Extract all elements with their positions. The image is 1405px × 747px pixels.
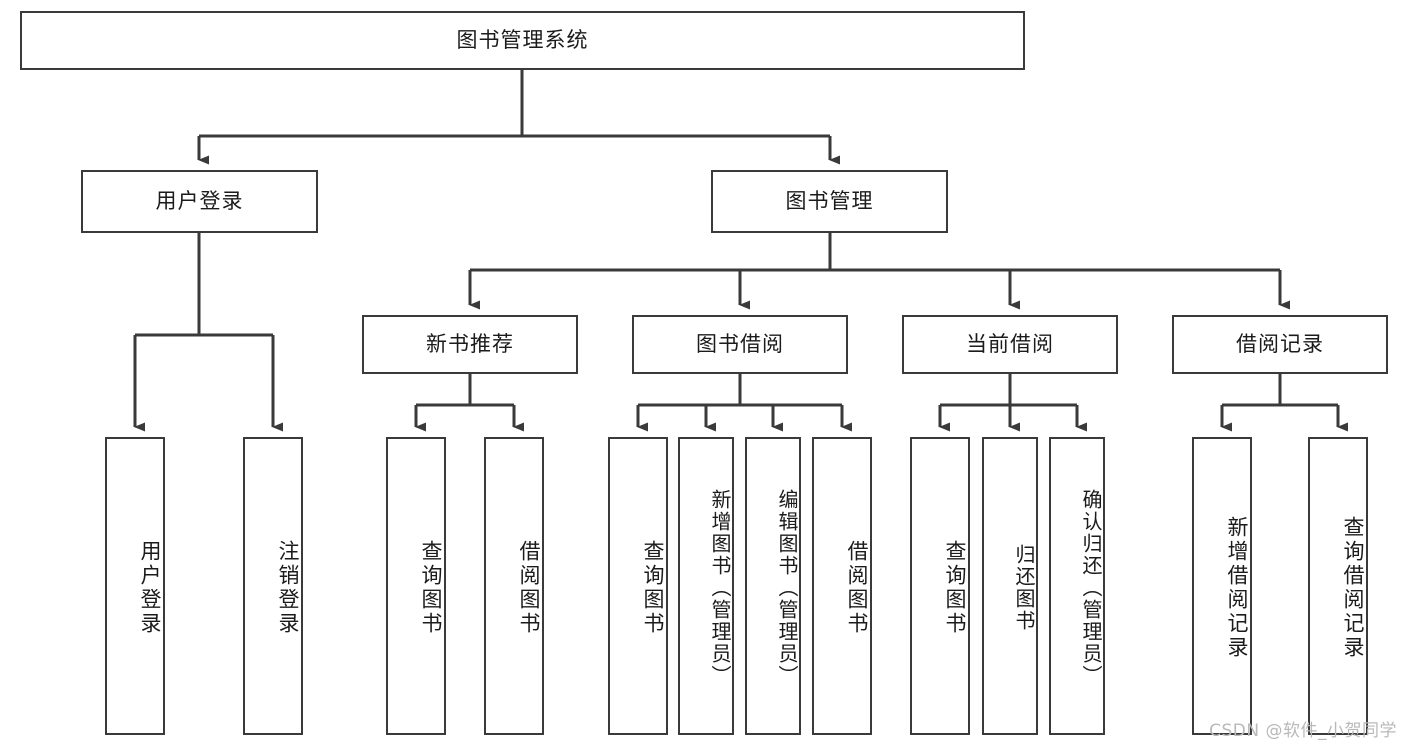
leaf-borrow-query-book-label: 查询图书 xyxy=(641,540,665,636)
leaf-borrow-edit-book-label: 编辑图书（管理员） xyxy=(775,489,799,687)
leaf-cur-return-book[interactable]: 归还图书 xyxy=(982,437,1038,735)
leaf-user-login-label: 用户登录 xyxy=(138,540,162,636)
leaf-user-logout[interactable]: 注销登录 xyxy=(243,437,303,735)
node-current-borrow[interactable]: 当前借阅 xyxy=(902,315,1118,374)
node-current-borrow-label: 当前借阅 xyxy=(966,331,1054,356)
leaf-borrow-borrow-book[interactable]: 借阅图书 xyxy=(812,437,872,735)
leaf-cur-confirm-return[interactable]: 确认归还（管理员） xyxy=(1049,437,1105,735)
leaf-user-login[interactable]: 用户登录 xyxy=(105,437,165,735)
node-new-book-rec-label: 新书推荐 xyxy=(426,331,514,356)
node-user-login-label: 用户登录 xyxy=(155,188,244,213)
leaf-rec-add-record-label: 新增借阅记录 xyxy=(1225,516,1249,660)
leaf-cur-confirm-return-label: 确认归还（管理员） xyxy=(1079,489,1103,687)
leaf-rec-borrow-book-label: 借阅图书 xyxy=(517,540,541,636)
leaf-cur-query-book-label: 查询图书 xyxy=(943,540,967,636)
node-root-label: 图书管理系统 xyxy=(456,27,589,52)
node-book-borrow-label: 图书借阅 xyxy=(696,331,784,356)
node-book-manage[interactable]: 图书管理 xyxy=(711,170,948,233)
node-book-borrow[interactable]: 图书借阅 xyxy=(632,315,848,374)
node-book-manage-label: 图书管理 xyxy=(785,188,874,213)
leaf-borrow-add-book[interactable]: 新增图书（管理员） xyxy=(678,437,734,735)
leaf-rec-query-record-label: 查询借阅记录 xyxy=(1341,516,1365,660)
node-new-book-rec[interactable]: 新书推荐 xyxy=(362,315,578,374)
leaf-rec-query-record[interactable]: 查询借阅记录 xyxy=(1308,437,1368,735)
node-user-login[interactable]: 用户登录 xyxy=(81,170,318,233)
leaf-cur-query-book[interactable]: 查询图书 xyxy=(910,437,970,735)
leaf-cur-return-book-label: 归还图书 xyxy=(1012,544,1036,632)
node-borrow-record-label: 借阅记录 xyxy=(1236,331,1324,356)
leaf-borrow-add-book-label: 新增图书（管理员） xyxy=(708,489,732,687)
leaf-borrow-query-book[interactable]: 查询图书 xyxy=(608,437,668,735)
leaf-borrow-edit-book[interactable]: 编辑图书（管理员） xyxy=(745,437,801,735)
leaf-borrow-borrow-book-label: 借阅图书 xyxy=(845,540,869,636)
leaf-rec-add-record[interactable]: 新增借阅记录 xyxy=(1192,437,1252,735)
node-borrow-record[interactable]: 借阅记录 xyxy=(1172,315,1388,374)
leaf-rec-borrow-book[interactable]: 借阅图书 xyxy=(484,437,544,735)
leaf-rec-query-book[interactable]: 查询图书 xyxy=(386,437,446,735)
node-root[interactable]: 图书管理系统 xyxy=(20,11,1025,70)
leaf-user-logout-label: 注销登录 xyxy=(276,540,300,636)
leaf-rec-query-book-label: 查询图书 xyxy=(419,540,443,636)
